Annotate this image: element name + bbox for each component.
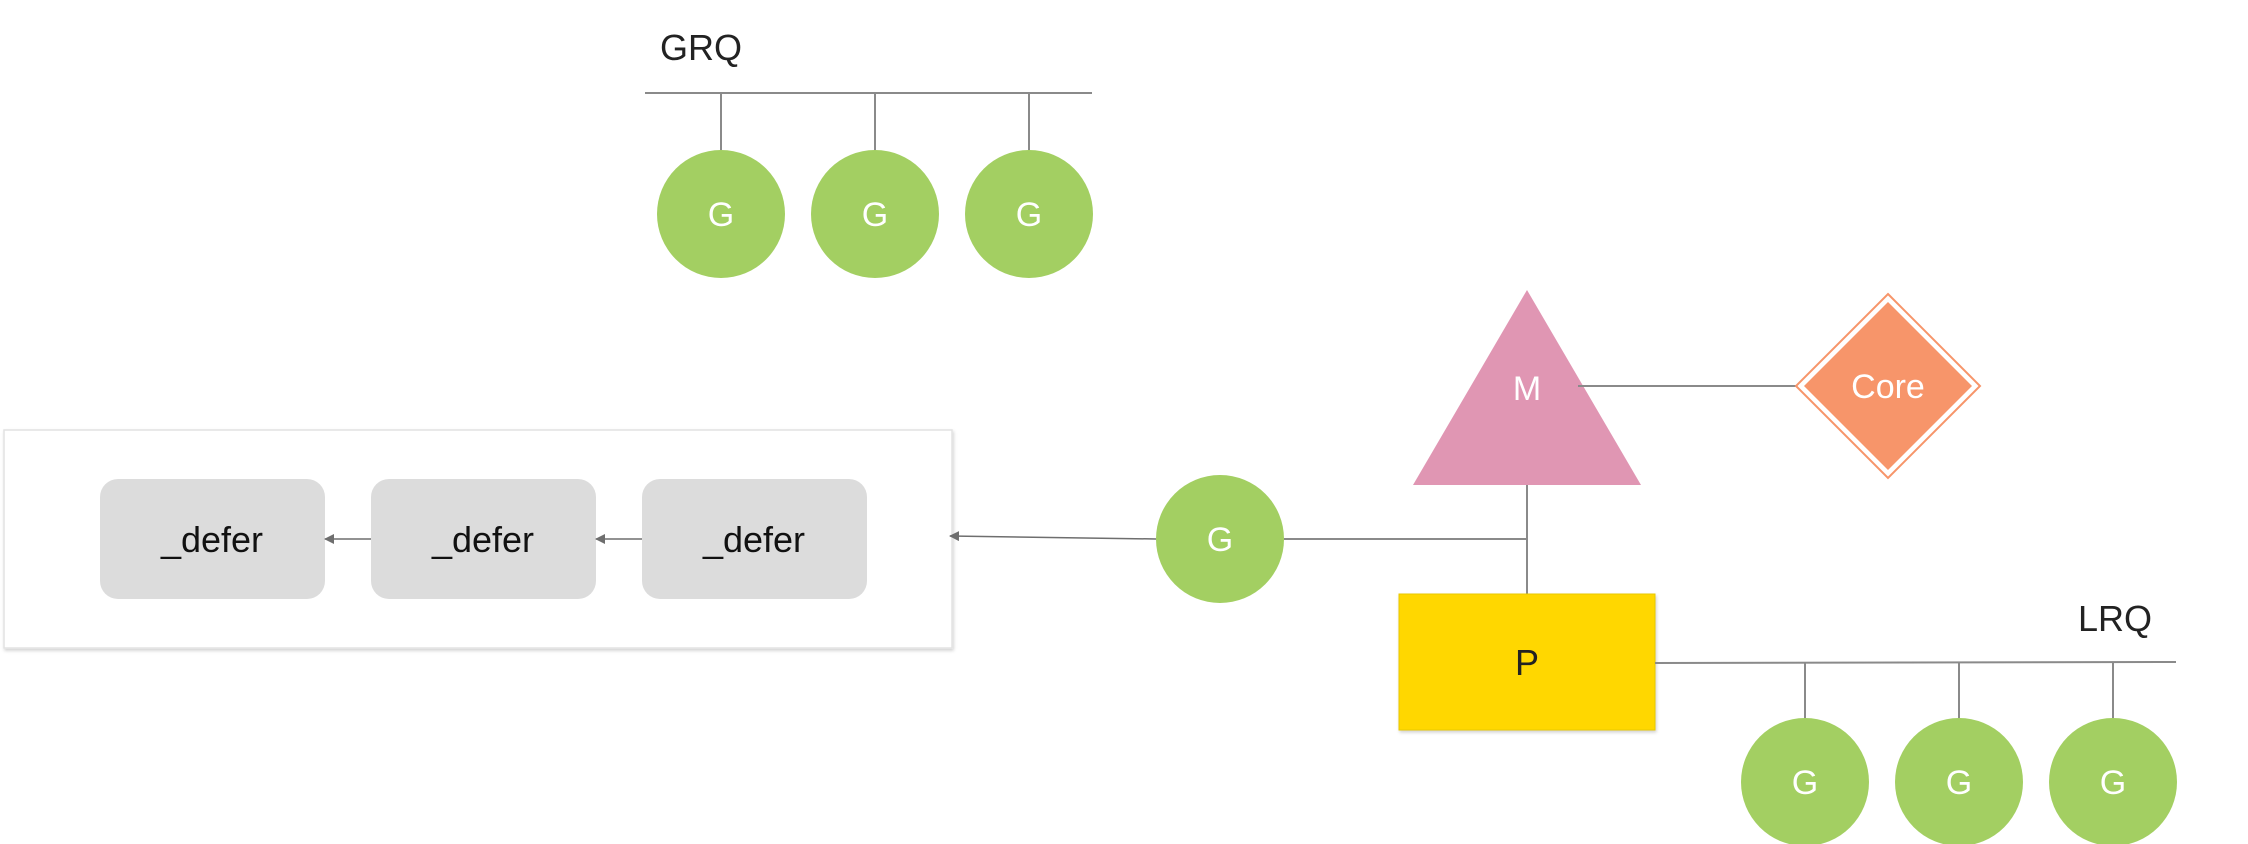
defer-label: _defer [431,519,534,560]
grq-goroutine-node: G [811,150,939,278]
defer-label: _defer [160,519,263,560]
machine-triangle [1413,290,1641,485]
goroutine-circle [657,150,785,278]
goroutine-label: G [1016,196,1042,234]
defer-box [371,479,596,599]
core-label: Core [1851,368,1925,406]
defer-label: _defer [702,519,805,560]
goroutine-circle [1895,718,2023,844]
defer-node: _defer [371,479,596,599]
processor-box [1398,593,1656,731]
core-node: Core [1794,292,1982,480]
lrq-goroutine-node: G [2049,718,2177,844]
goroutine-label: G [708,196,734,234]
machine-node: M [1413,290,1641,485]
goroutine-label: G [2100,764,2126,802]
grq-goroutine-node: G [965,150,1093,278]
g-to-defer-arrow [949,531,1157,542]
goroutine-label: G [1946,764,1972,802]
processor-label: P [1515,642,1539,683]
goroutine-circle [965,150,1093,278]
processor-node: P [1398,593,1656,731]
goroutine-circle [811,150,939,278]
defer-box [642,479,867,599]
defer-node: _defer [100,479,325,599]
grq-goroutine-node: G [657,150,785,278]
lrq-label: LRQ [2078,598,2152,639]
goroutine-label: G [862,196,888,234]
lrq-goroutine-node: G [1895,718,2023,844]
goroutine-circle [1741,718,1869,844]
grq-label: GRQ [660,27,742,68]
machine-label: M [1513,370,1541,408]
goroutine-circle [1156,475,1284,603]
defer-node: _defer [642,479,867,599]
goroutine-label: G [1207,521,1233,559]
lrq-goroutine-node: G [1741,718,1869,844]
lrq-queue-line [1654,661,2177,664]
defer-box [100,479,325,599]
goroutine-circle [2049,718,2177,844]
current-goroutine-node: G [1156,475,1284,603]
goroutine-label: G [1792,764,1818,802]
core-diamond [1804,302,1972,470]
